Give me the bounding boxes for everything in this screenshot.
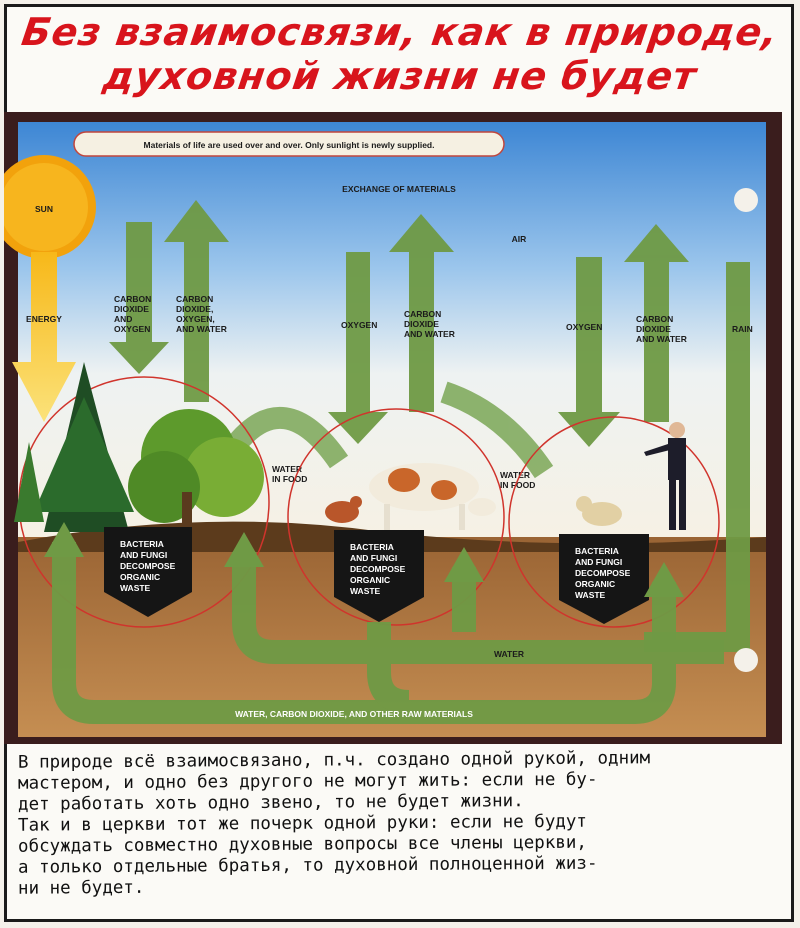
hen-illustration: [325, 496, 362, 523]
cycle-circle-animals: [287, 408, 505, 626]
co2-water-label-2: CARBON DIOXIDE AND WATER: [636, 314, 687, 344]
co2-oxygen-label: CARBON DIOXIDE AND OXYGEN: [114, 294, 154, 334]
arrow-up-co2-oxygen-water: [164, 200, 229, 402]
arrow-water-in-food-1: [225, 406, 349, 469]
arrow-down-co2-oxygen: [109, 222, 169, 374]
arrow-up-co2-water-2: [624, 224, 689, 422]
co2-oxygen-water-label: CARBON DIOXIDE, OXYGEN, AND WATER: [176, 294, 227, 334]
oxygen-label-1: OXYGEN: [341, 320, 377, 330]
co2-water-label-1: CARBON DIOXIDE AND WATER: [404, 309, 455, 339]
water-in-food-label-1: WATER IN FOOD: [272, 464, 307, 484]
exchange-heading: EXCHANGE OF MATERIALS: [342, 184, 456, 194]
water-in-food-label-2: WATER IN FOOD: [500, 470, 535, 490]
cycle-circle-human: [508, 416, 720, 628]
raw-materials-label: WATER, CARBON DIOXIDE, AND OTHER RAW MAT…: [235, 709, 473, 719]
man-illustration: [644, 422, 686, 530]
arrow-down-oxygen-2: [558, 257, 620, 447]
page-title: Без взаимосвязи, как в природе, духовной…: [0, 10, 800, 98]
sun-label: SUN: [35, 204, 53, 214]
title-line-1: Без взаимосвязи, как в природе,: [18, 10, 782, 54]
bacteria-label-3: BACTERIA AND FUNGI DECOMPOSE ORGANIC WAS…: [575, 546, 633, 600]
exchange-of-materials-diagram: Materials of life are used over and over…: [4, 112, 782, 744]
title-line-2: духовной жизни не будет: [100, 54, 700, 98]
arrow-underground-inner: [232, 552, 724, 664]
arrow-down-oxygen-1: [328, 252, 388, 444]
energy-label: ENERGY: [26, 314, 62, 324]
cow-illustration: [369, 463, 496, 530]
rain-label: RAIN: [732, 324, 753, 334]
arrow-underground-loop: [52, 542, 676, 724]
arrow-water-in-food-2: [440, 381, 554, 479]
trees-illustration: [14, 362, 264, 532]
bacteria-label-2: BACTERIA AND FUNGI DECOMPOSE ORGANIC WAS…: [350, 542, 408, 596]
oxygen-label-2: OXYGEN: [566, 322, 602, 332]
punch-hole-top: [734, 188, 758, 212]
air-label: AIR: [512, 234, 527, 244]
bacteria-boxes: [104, 527, 649, 624]
note-line: ни не будет.: [17, 877, 145, 899]
handwritten-note: В природе всё взаимосвязано, п.ч. создан…: [17, 748, 788, 899]
dog-illustration: [576, 496, 622, 526]
water-label: WATER: [494, 649, 524, 659]
banner-text: Materials of life are used over and over…: [144, 140, 435, 150]
bacteria-label-1: BACTERIA AND FUNGI DECOMPOSE ORGANIC WAS…: [120, 539, 178, 593]
arrow-up-co2-water-1: [389, 214, 454, 412]
energy-arrow: [12, 252, 76, 422]
arrow-rain: [644, 262, 750, 652]
banner-box: [73, 131, 505, 157]
punch-hole-bottom: [734, 648, 758, 672]
